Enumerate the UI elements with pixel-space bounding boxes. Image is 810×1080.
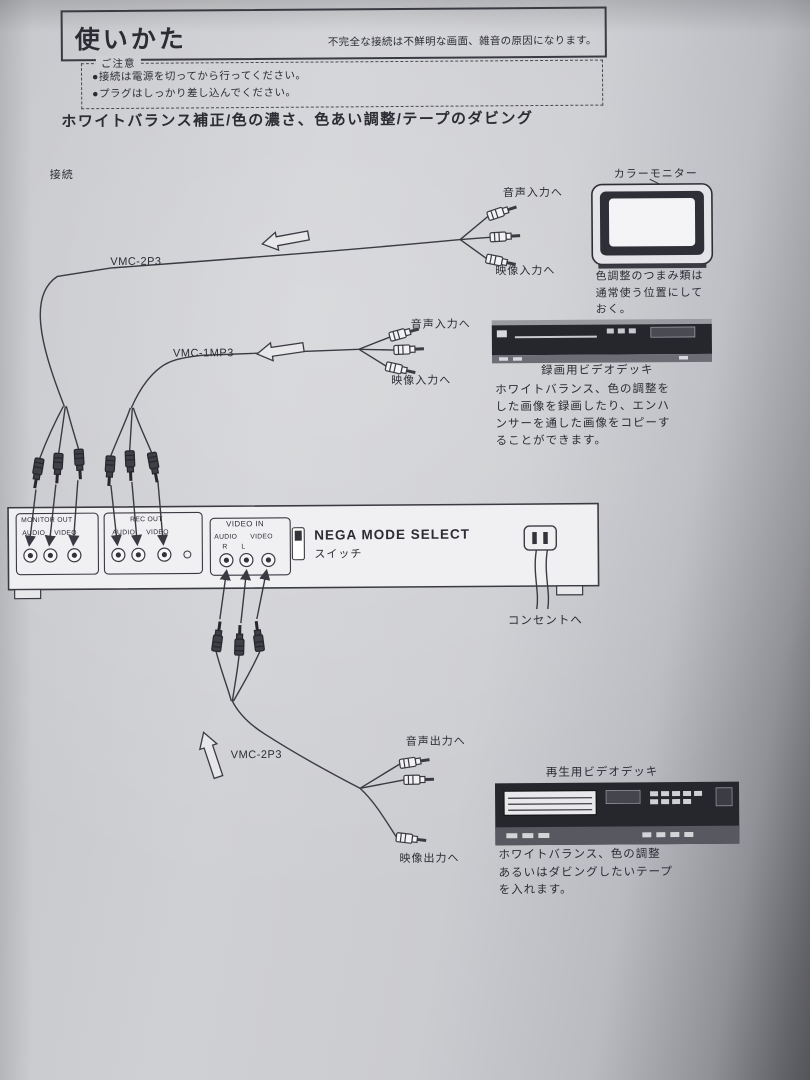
outlet-label: コンセントへ bbox=[507, 614, 583, 628]
rec-out-jacks bbox=[111, 547, 192, 563]
monitor-video-in-label: 映像入力へ bbox=[495, 264, 556, 278]
panel-video-in-audio: AUDIO bbox=[214, 533, 238, 541]
cable-label-vmc1mp3: VMC-1MP3 bbox=[172, 347, 234, 360]
play-vcr-caption: ホワイトバランス、色の調整 あるいはダビングしたいテープ を入れます。 bbox=[498, 848, 673, 897]
notice-box: ご注意 ●接続は電源を切ってから行ってください。 ●プラグはしっかり差し込んでく… bbox=[80, 55, 604, 110]
connection-label: 接続 bbox=[49, 169, 74, 182]
rec-vcr-audio-in-label: 音声入力へ bbox=[410, 318, 471, 331]
rec-vcr-video-in-label: 映像入力へ bbox=[391, 374, 452, 388]
page-title-box: 使いかた 不完全な接続は不鮮明な画面、雑音の原因になります。 bbox=[60, 6, 607, 62]
cable-label-vmc2p3-top: VMC-2P3 bbox=[110, 255, 162, 269]
recording-vcr-illustration bbox=[491, 318, 713, 364]
panel-video-in-title: VIDEO IN bbox=[226, 519, 265, 529]
play-vcr-audio-out-label: 音声出力へ bbox=[405, 735, 466, 748]
play-vcr-video-out-label: 映像出力へ bbox=[399, 852, 460, 866]
color-monitor-illustration bbox=[591, 178, 714, 269]
panel-monitor-out-title: MONITOR OUT bbox=[21, 516, 73, 525]
nega-mode-switch-icon bbox=[291, 527, 305, 561]
monitor-out-jacks bbox=[23, 548, 82, 563]
playback-vcr-illustration bbox=[494, 781, 740, 846]
video-processor-illustration bbox=[7, 502, 600, 610]
panel-monitor-out-audio: AUDIO bbox=[22, 529, 46, 538]
rec-vcr-label: 録画用ビデオデッキ bbox=[541, 364, 654, 378]
flow-arrow-icons bbox=[194, 225, 311, 781]
monitor-audio-in-label: 音声入力へ bbox=[502, 186, 563, 200]
panel-rec-out-video: VIDEO bbox=[146, 528, 169, 537]
play-vcr-label: 再生用ビデオデッキ bbox=[545, 766, 659, 779]
panel-rec-out-audio: AUDIO bbox=[112, 528, 136, 537]
cable-lines bbox=[24, 215, 491, 838]
cable-label-vmc2p3-bottom: VMC-2P3 bbox=[230, 748, 283, 762]
panel-video-in-r: R bbox=[222, 543, 228, 551]
page-title: 使いかた bbox=[74, 25, 187, 55]
panel-rec-out-title: REC OUT bbox=[130, 515, 163, 524]
nega-mode-select-label: NEGA MODE SELECT bbox=[314, 526, 471, 543]
notice-item: ●接続は電源を切ってから行ってください。 bbox=[91, 69, 307, 84]
panel-monitor-out-video: VIDEO bbox=[54, 529, 77, 537]
monitor-caption: 色調整のつまみ類は 通常使う位置にして おく。 bbox=[595, 269, 704, 316]
video-in-jacks bbox=[219, 552, 276, 568]
notice-item: ●プラグはしっかり差し込んでください。 bbox=[92, 86, 297, 101]
panel-video-in-l: L bbox=[241, 543, 246, 551]
power-plug-icon bbox=[523, 525, 558, 610]
rec-vcr-caption: ホワイトバランス、色の調整を した画像を録画したり、エンハ ンサーを通した画像を… bbox=[495, 383, 671, 448]
panel-video-in-video: VIDEO bbox=[250, 532, 273, 541]
section-heading: ホワイトバランス補正/色の濃さ、色あい調整/テープのダビング bbox=[61, 110, 534, 131]
switch-sub-label: スイッチ bbox=[314, 548, 363, 561]
title-note-text: 不完全な接続は不鮮明な画面、雑音の原因になります。 bbox=[327, 34, 597, 49]
monitor-label: カラーモニター bbox=[613, 167, 698, 181]
